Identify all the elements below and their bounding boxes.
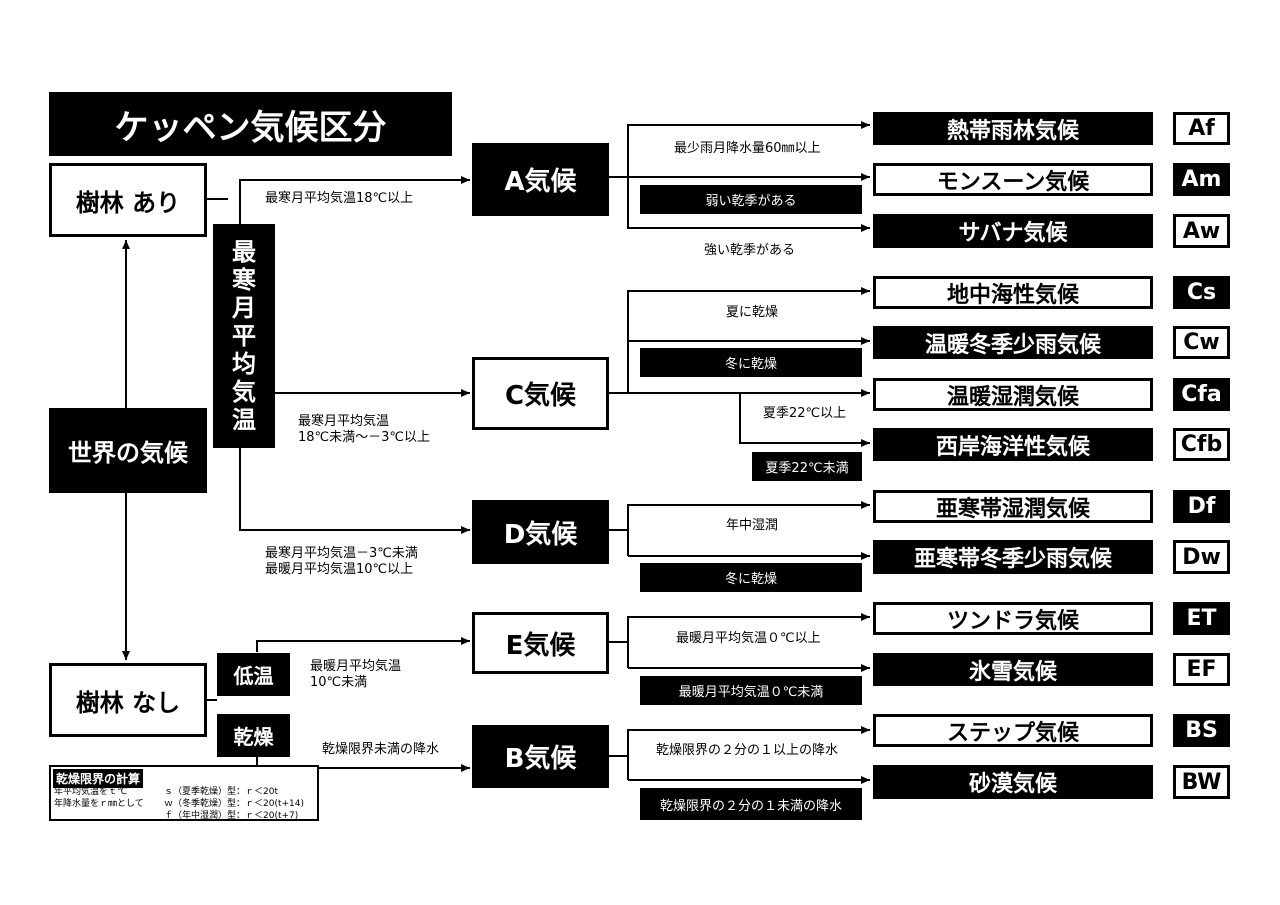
branch-label-et: 最暖月平均気温０℃以上 [676, 631, 821, 646]
calc-f-type: ｆ（年中湿潤）型：ｒ＜20(t+7) [164, 811, 299, 821]
low-temp-label: 低温 [217, 653, 290, 696]
climate-et-code: ET [1173, 602, 1230, 635]
climate-cfa-code: Cfa [1173, 378, 1230, 411]
branch-label-aw: 強い乾季がある [704, 243, 796, 258]
branch-label-bw: 乾燥限界の２分の１未満の降水 [640, 788, 862, 820]
climate-et-box: ツンドラ気候 [873, 602, 1153, 635]
climate-bw-box: 砂漠気候 [873, 765, 1153, 799]
forest-no-box: 樹林 なし [49, 663, 207, 737]
climate-cw-box: 温暖冬季少雨気候 [873, 326, 1153, 359]
climate-cfb-code: Cfb [1173, 428, 1230, 461]
branch-label-af: 最少雨月降水量60㎜以上 [674, 141, 821, 156]
condition-c-1: 最寒月平均気温 [298, 414, 390, 429]
group-c-box: C気候 [472, 357, 609, 430]
branch-label-cfb: 夏季22℃未満 [752, 452, 862, 481]
dry-label: 乾燥 [217, 714, 290, 757]
calc-line-2: 年降水量をｒ㎜として [54, 799, 144, 809]
climate-af-box: 熱帯雨林気候 [873, 112, 1153, 145]
climate-dw-box: 亜寒帯冬季少雨気候 [873, 540, 1153, 574]
vertical-label-char: 均 [232, 350, 256, 378]
vertical-label-char: 平 [232, 322, 256, 350]
climate-bs-box: ステップ気候 [873, 714, 1153, 747]
vertical-label-char: 最 [232, 238, 256, 266]
condition-a: 最寒月平均気温18℃以上 [265, 191, 414, 206]
vertical-label-char: 気 [232, 378, 256, 406]
climate-af-code: Af [1173, 112, 1230, 145]
vertical-label-char: 寒 [232, 266, 256, 294]
climate-bs-code: BS [1173, 714, 1230, 747]
condition-e-1: 最暖月平均気温 [310, 659, 402, 674]
branch-label-cfa: 夏季22℃以上 [763, 406, 847, 421]
climate-cfb-box: 西岸海洋性気候 [873, 428, 1153, 461]
branch-label-dw: 冬に乾燥 [640, 563, 862, 592]
page-title: ケッペン気候区分 [49, 92, 452, 156]
climate-cs-box: 地中海性気候 [873, 276, 1153, 309]
group-d-box: D気候 [472, 500, 609, 564]
condition-c-2: 18℃未満～－3℃以上 [298, 430, 431, 445]
group-b-box: B気候 [472, 725, 609, 788]
vertical-label-char: 温 [232, 406, 256, 434]
branch-label-ef: 最暖月平均気温０℃未満 [640, 676, 862, 705]
condition-b: 乾燥限界未満の降水 [322, 742, 440, 757]
climate-cs-code: Cs [1173, 276, 1230, 309]
group-a-box: A気候 [472, 143, 609, 216]
branch-label-am: 弱い乾季がある [640, 185, 862, 214]
branch-label-bs: 乾燥限界の２分の１以上の降水 [656, 743, 839, 758]
branch-label-cs: 夏に乾燥 [726, 305, 779, 320]
branch-label-cw: 冬に乾燥 [640, 348, 862, 377]
climate-ef-box: 氷雪気候 [873, 653, 1153, 686]
dryness-limit-calc: 乾燥限界の計算 年平均気温をｔ℃ 年降水量をｒ㎜として ｓ（夏季乾燥）型：ｒ＜2… [49, 765, 319, 821]
branch-label-df: 年中湿潤 [726, 518, 779, 533]
climate-am-code: Am [1173, 163, 1230, 196]
climate-am-box: モンスーン気候 [873, 163, 1153, 196]
climate-df-code: Df [1173, 490, 1230, 523]
group-e-box: E気候 [472, 612, 609, 674]
climate-dw-code: Dw [1173, 540, 1230, 574]
climate-cw-code: Cw [1173, 326, 1230, 359]
calc-w-type: ｗ（冬季乾燥）型：ｒ＜20(t+14) [164, 799, 304, 809]
climate-bw-code: BW [1173, 765, 1230, 799]
calc-s-type: ｓ（夏季乾燥）型：ｒ＜20t [164, 787, 278, 797]
calc-title: 乾燥限界の計算 [53, 769, 144, 788]
condition-d-2: 最暖月平均気温10℃以上 [265, 562, 414, 577]
forest-yes-box: 樹林 あり [49, 163, 207, 237]
climate-cfa-box: 温暖湿潤気候 [873, 378, 1153, 411]
climate-aw-code: Aw [1173, 214, 1230, 248]
climate-df-box: 亜寒帯湿潤気候 [873, 490, 1153, 523]
world-climate-box: 世界の気候 [49, 408, 207, 493]
coldest-month-temp-label: 最寒月平均気温 [213, 224, 275, 448]
climate-aw-box: サバナ気候 [873, 214, 1153, 248]
vertical-label-char: 月 [232, 294, 256, 322]
condition-d-1: 最寒月平均気温－3℃未満 [265, 546, 418, 561]
climate-ef-code: EF [1173, 653, 1230, 686]
calc-line-1: 年平均気温をｔ℃ [54, 787, 128, 797]
condition-e-2: 10℃未満 [310, 675, 368, 690]
